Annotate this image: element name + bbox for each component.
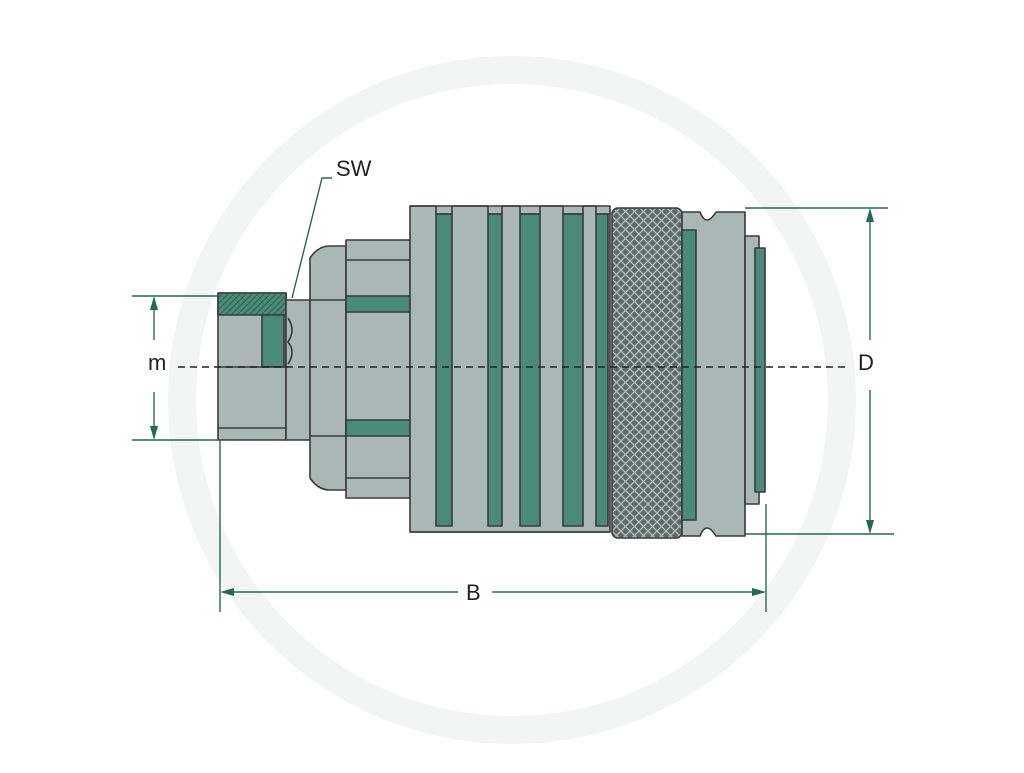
dimension-arrows <box>150 208 874 596</box>
label-m: m <box>148 350 167 375</box>
label-d: D <box>858 350 874 375</box>
hex-nut <box>309 239 411 499</box>
front-collar <box>681 211 766 537</box>
knurled-grip <box>611 207 683 539</box>
label-sw: SW <box>336 156 372 181</box>
label-b: B <box>466 580 481 605</box>
neck <box>285 299 311 441</box>
watermark-ring <box>168 56 856 744</box>
dimension-lines <box>132 177 894 612</box>
main-sleeve <box>409 205 611 533</box>
